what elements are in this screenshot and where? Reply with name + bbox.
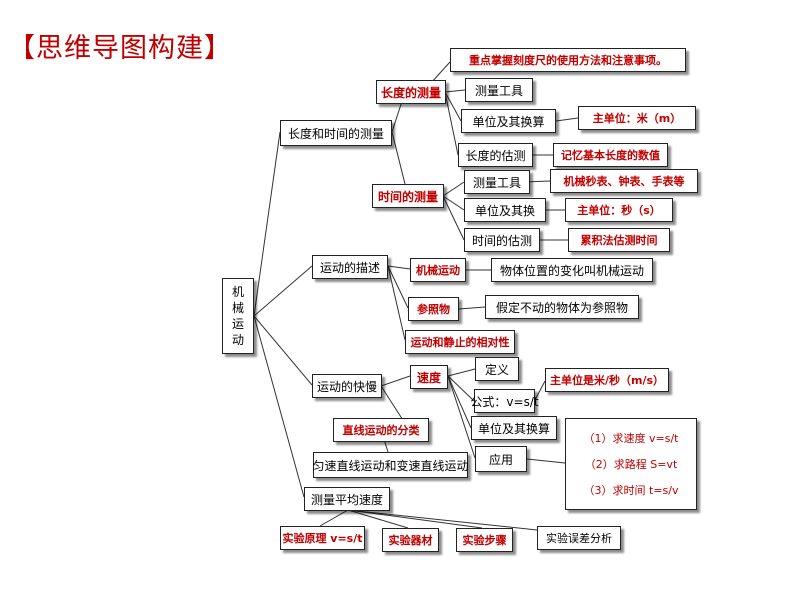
relativity-node: 运动和静止的相对性 <box>405 330 515 354</box>
time-unit: 单位及其换 <box>464 198 546 222</box>
speed-unit-value: 主单位是米/秒（m/s） <box>545 368 669 392</box>
experiment-equipment: 实验器材 <box>382 528 439 552</box>
branch-length-time: 长度和时间的测量 <box>280 120 392 146</box>
reference-object-node: 参照物 <box>408 297 459 321</box>
application-item: （2）求路程 S=vt <box>584 458 678 471</box>
application-item: （3）求时间 t=s/v <box>583 484 679 497</box>
time-measurement-node: 时间的测量 <box>372 184 444 208</box>
page-title: 【思维导图构建】 <box>8 33 232 64</box>
length-note: 重点掌握刻度尺的使用方法和注意事项。 <box>450 48 686 72</box>
speed-formula: 公式：v=s/t <box>470 389 539 413</box>
branch-description: 运动的描述 <box>312 255 388 279</box>
experiment-steps: 实验步骤 <box>456 528 513 552</box>
root-char: 机 <box>231 285 244 299</box>
length-unit-value: 主单位：米（m） <box>578 106 696 130</box>
speed-application: 应用 <box>475 446 527 472</box>
length-tool: 测量工具 <box>465 78 533 102</box>
speed-unit: 单位及其换算 <box>471 416 557 440</box>
time-tool-value: 机械秒表、钟表、手表等 <box>550 169 698 193</box>
time-unit-value: 主单位：秒（s） <box>565 198 673 222</box>
length-estimate-value: 记忆基本长度的数值 <box>553 143 668 167</box>
mechanical-motion-definition: 物体位置的变化叫机械运动 <box>491 258 653 282</box>
branch-speed-level: 运动的快慢 <box>312 374 382 398</box>
speed-definition: 定义 <box>475 357 519 381</box>
application-item: （1）求速度 v=s/t <box>583 432 679 445</box>
mechanical-motion-node: 机械运动 <box>410 258 466 282</box>
root-node: 机 械 运 动 <box>222 278 254 354</box>
speed-node: 速度 <box>410 365 448 389</box>
branch-average-speed: 测量平均速度 <box>304 487 390 511</box>
root-char: 动 <box>231 333 244 347</box>
experiment-principle: 实验原理 v=s/t <box>280 526 365 550</box>
length-measurement-node: 长度的测量 <box>376 80 446 104</box>
speed-application-list: （1）求速度 v=s/t （2）求路程 S=vt （3）求时间 t=s/v <box>565 418 697 510</box>
length-unit: 单位及其换算 <box>461 109 556 133</box>
experiment-error-analysis: 实验误差分析 <box>537 526 621 550</box>
time-estimate: 时间的估测 <box>464 228 540 252</box>
length-estimate: 长度的估测 <box>458 143 533 167</box>
time-tool: 测量工具 <box>464 170 530 194</box>
root-char: 运 <box>231 317 244 331</box>
linear-motion-classification: 直线运动的分类 <box>333 418 429 442</box>
reference-object-definition: 假定不动的物体为参照物 <box>485 295 639 319</box>
linear-motion-types: 匀速直线运动和变速直线运动 <box>313 452 469 478</box>
time-estimate-value: 累积法估测时间 <box>568 228 670 252</box>
root-char: 械 <box>231 301 244 315</box>
